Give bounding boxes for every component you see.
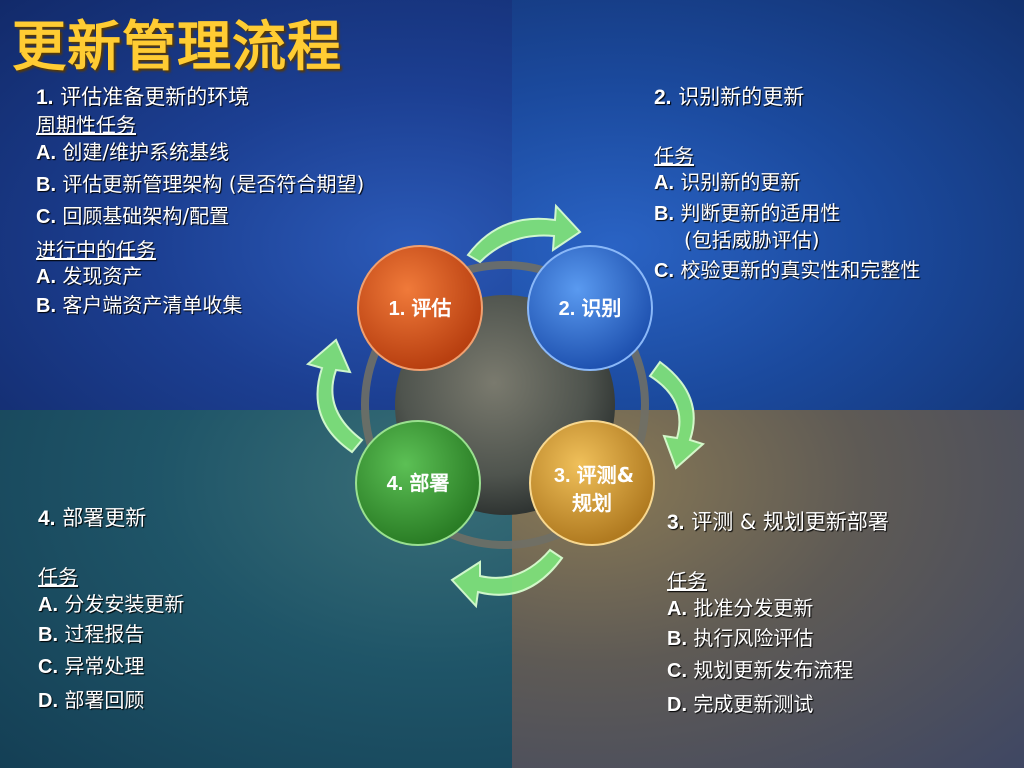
list-item: B. 执行风险评估 <box>667 626 814 650</box>
list-item: C. 校验更新的真实性和完整性 <box>654 258 921 282</box>
node-evaluate: 3.评测& 规划 <box>529 420 655 546</box>
deploy-task-label: 任务 <box>38 565 78 589</box>
assess-heading: 1. 评估准备更新的环境 <box>36 85 250 109</box>
evaluate-block: 3. 评测 & 规划更新部署 任务 A. 批准分发更新 B. 执行风险评估 C.… <box>667 507 889 721</box>
arrow-assess-to-identify <box>466 203 582 264</box>
identify-heading: 2. 识别新的更新 <box>654 85 805 109</box>
arrow-identify-to-evaluate <box>648 360 705 470</box>
list-item: D. 部署回顾 <box>38 688 145 712</box>
node-deploy: 4.部署 <box>355 420 481 546</box>
list-item: A. 识别新的更新 <box>654 170 801 194</box>
list-item: C. 异常处理 <box>38 654 145 678</box>
evaluate-heading: 3. 评测 & 规划更新部署 <box>667 510 889 534</box>
assess-block: 1. 评估准备更新的环境 周期性任务 A. 创建/维护系统基线 B. 评估更新管… <box>36 82 364 322</box>
deploy-block: 4. 部署更新 任务 A. 分发安装更新 B. 过程报告 C. 异常处理 D. … <box>38 503 184 717</box>
page-title: 更新管理流程 <box>12 15 342 78</box>
node-identify-label: 2.识别 <box>559 296 622 320</box>
arrow-evaluate-to-deploy <box>450 548 564 609</box>
list-item: C. 规划更新发布流程 <box>667 658 854 682</box>
list-item: (包括威胁评估) <box>684 228 820 252</box>
node-assess-label: 1.评估 <box>389 296 452 320</box>
evaluate-task-label: 任务 <box>667 569 707 593</box>
identify-task-label: 任务 <box>654 144 694 168</box>
list-item: A. 发现资产 <box>36 264 143 288</box>
deploy-heading: 4. 部署更新 <box>38 506 147 530</box>
list-item: A. 批准分发更新 <box>667 596 814 620</box>
list-item: A. 创建/维护系统基线 <box>36 140 230 164</box>
assess-periodic-label: 周期性任务 <box>36 113 136 137</box>
node-evaluate-label-2: 规划 <box>572 491 612 515</box>
list-item: D. 完成更新测试 <box>667 692 814 716</box>
list-item: B. 评估更新管理架构 (是否符合期望) <box>36 172 365 196</box>
assess-ongoing-label: 进行中的任务 <box>36 238 156 262</box>
list-item: B. 客户端资产清单收集 <box>36 293 243 317</box>
node-assess: 1.评估 <box>357 245 483 371</box>
hub-ring <box>361 261 649 549</box>
identify-block: 2. 识别新的更新 任务 A. 识别新的更新 B. 判断更新的适用性 (包括威胁… <box>654 82 920 287</box>
node-evaluate-label: 3.评测& <box>554 463 634 487</box>
list-item: B. 判断更新的适用性 <box>654 201 841 225</box>
list-item: C. 回顾基础架构/配置 <box>36 204 230 228</box>
arrow-deploy-to-assess <box>305 338 364 454</box>
node-deploy-label: 4.部署 <box>387 471 450 495</box>
list-item: A. 分发安装更新 <box>38 592 185 616</box>
node-identify: 2.识别 <box>527 245 653 371</box>
list-item: B. 过程报告 <box>38 622 145 646</box>
